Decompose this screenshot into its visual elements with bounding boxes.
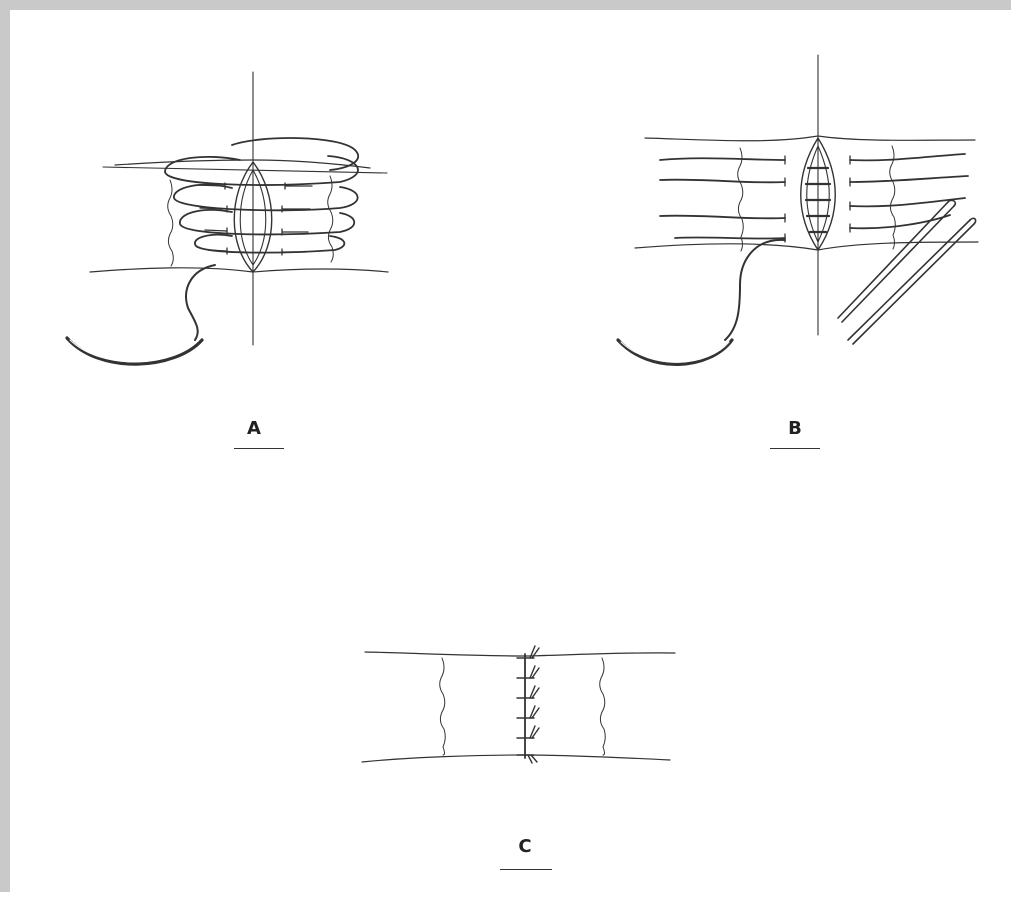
panel-a-drawing	[67, 72, 388, 364]
panel-c-label: C	[495, 836, 555, 857]
panel-c-drawing	[362, 646, 675, 763]
panel-b-vessel-upper-edge	[645, 136, 975, 141]
panel-c-knots	[517, 646, 539, 763]
panel-b-drawing	[618, 55, 978, 364]
panel-b-left-threads	[660, 158, 785, 238]
panel-a-vessel-lower-edge	[90, 268, 388, 272]
panel-b-needle-highlight	[621, 342, 729, 362]
panel-c-vessel-lower-edge	[362, 755, 670, 762]
panel-c-vessel-upper-edge	[365, 652, 675, 656]
panel-a-left-clamp-line	[168, 180, 174, 266]
panel-a-needle-highlight	[70, 340, 198, 362]
panel-b-right-clamp-line	[890, 146, 896, 249]
panel-c-right-clamp-line	[600, 658, 606, 755]
panel-b-left-clamp-line	[738, 148, 744, 251]
panel-b-right-threads	[850, 154, 968, 228]
panel-b-vessel-lower-edge	[635, 242, 978, 250]
panel-a-vessel-upper-edge	[115, 160, 370, 168]
suture-illustration	[10, 10, 1011, 902]
panel-a-suture-loop-2	[174, 185, 358, 211]
panel-a-needle	[67, 338, 202, 364]
panel-b-label-underline	[770, 448, 820, 449]
panel-c-label-underline	[500, 869, 552, 870]
panel-a-right-clamp-line	[328, 176, 334, 262]
panel-a-suture-thread	[186, 265, 215, 340]
panel-b-suture-thread	[725, 240, 785, 340]
panel-b-label: B	[765, 418, 825, 439]
panel-b-forceps	[838, 200, 976, 344]
panel-a-suture-loop-3	[180, 210, 354, 234]
panel-a-label-underline	[234, 448, 284, 449]
panel-a-label: A	[224, 418, 284, 439]
panel-c-left-clamp-line	[440, 658, 446, 755]
